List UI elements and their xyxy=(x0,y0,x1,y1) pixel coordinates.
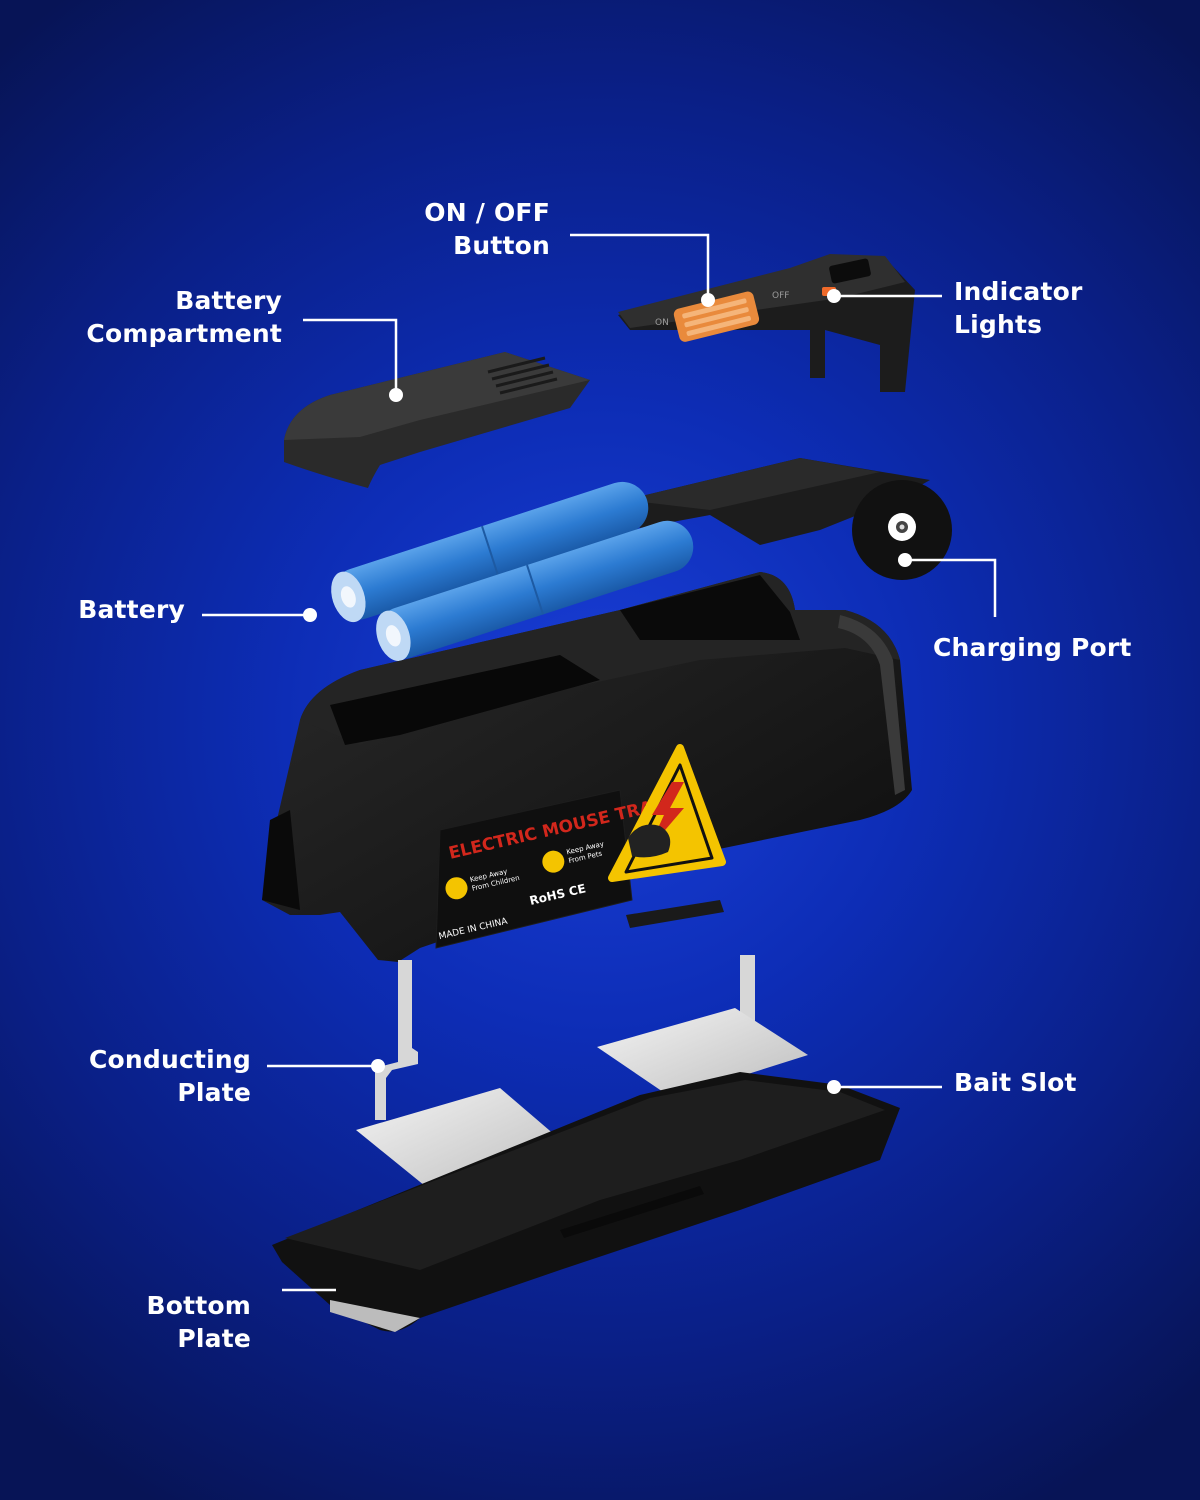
batteries xyxy=(331,481,694,662)
switch-panel: ON OFF xyxy=(618,254,915,392)
label-line: ON / OFF xyxy=(424,198,550,227)
label-indicator-lights: Indicator Lights xyxy=(954,275,1083,341)
charging-port xyxy=(852,480,952,580)
conducting-plates xyxy=(356,955,808,1190)
bottom-plate xyxy=(272,1072,900,1332)
label-line: Charging Port xyxy=(933,633,1132,662)
label-line: Battery xyxy=(78,595,185,624)
label-bottom-plate: Bottom Plate xyxy=(146,1289,251,1355)
main-housing xyxy=(262,572,912,962)
label-line: Button xyxy=(453,231,550,260)
label-line: Bait Slot xyxy=(954,1068,1077,1097)
leader-lines xyxy=(202,233,997,1292)
label-line: Bottom xyxy=(146,1291,251,1320)
label-line: Compartment xyxy=(86,319,282,348)
label-bait-slot: Bait Slot xyxy=(954,1066,1077,1099)
lightning-warning-icon xyxy=(608,744,726,882)
label-line: Lights xyxy=(954,310,1043,339)
label-on-off-button: ON / OFF Button xyxy=(424,196,550,262)
label-line: Plate xyxy=(177,1324,251,1353)
label-line: Indicator xyxy=(954,277,1083,306)
label-line: Plate xyxy=(177,1078,251,1107)
battery-cover xyxy=(284,352,590,488)
label-line: Battery xyxy=(175,286,282,315)
leader-dots xyxy=(303,289,912,1094)
label-battery-compartment: Battery Compartment xyxy=(86,284,282,350)
label-conducting-plate: Conducting Plate xyxy=(89,1043,251,1109)
label-line: Conducting xyxy=(88,1045,251,1074)
switch-on-mark: ON xyxy=(655,318,669,328)
on-off-button xyxy=(673,291,760,342)
label-battery: Battery xyxy=(78,593,185,626)
warning-sticker: ELECTRIC MOUSE TRAP Keep Away From Child… xyxy=(435,744,726,949)
label-charging-port: Charging Port xyxy=(933,631,1132,664)
switch-off-mark: OFF xyxy=(772,291,789,301)
